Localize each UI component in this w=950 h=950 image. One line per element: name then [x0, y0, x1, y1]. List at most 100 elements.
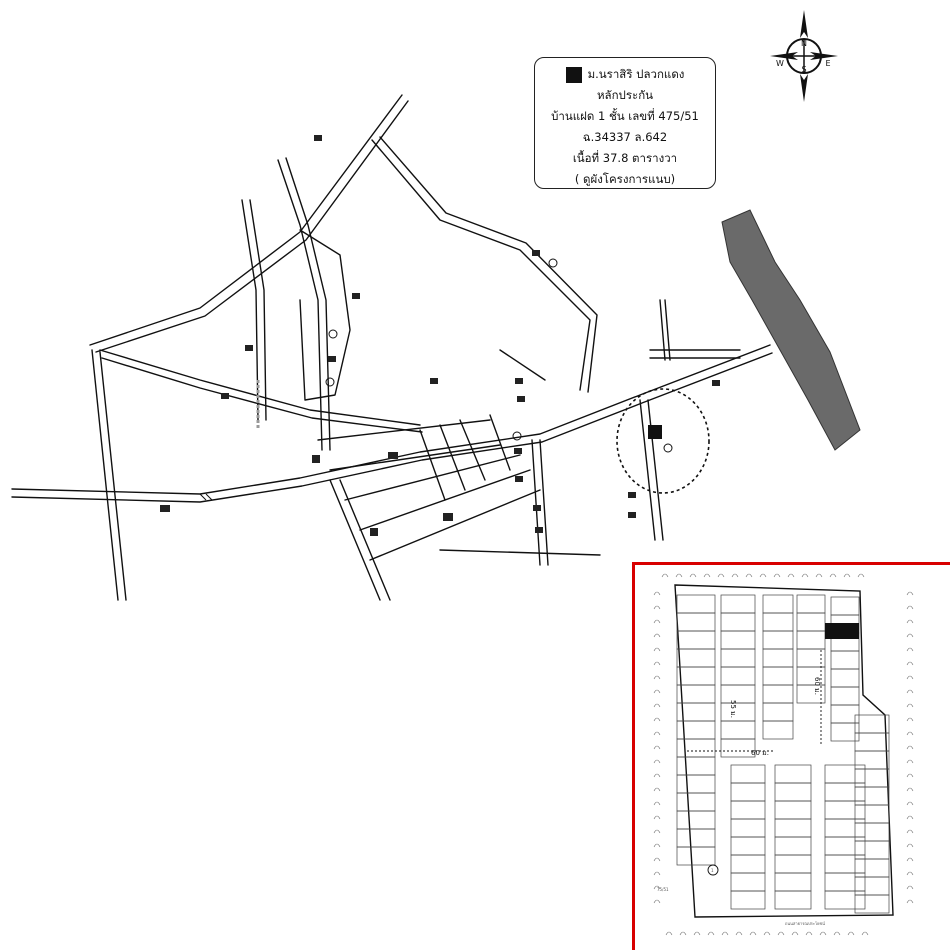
tree-icon — [749, 931, 757, 936]
inset-dim-horizontal: 60 ม. — [751, 749, 769, 757]
inset-dim-vertical-left: 55 ม. — [729, 700, 737, 718]
tree-icon — [805, 931, 813, 936]
tree-icon — [843, 573, 851, 578]
inset-plot — [824, 836, 866, 856]
compass-rose-icon: N S W E — [770, 10, 838, 102]
river — [721, 209, 861, 451]
inset-plot — [774, 836, 812, 856]
inset-plot — [676, 828, 716, 848]
legend-square-icon — [565, 66, 582, 83]
tree-icon — [653, 745, 661, 750]
tree-icon — [653, 675, 661, 680]
tree-icon — [906, 871, 914, 876]
inset-plot — [824, 890, 866, 910]
inset-plot — [676, 594, 716, 614]
tree-icon — [906, 689, 914, 694]
tree-icon — [653, 703, 661, 708]
tree-icon — [653, 871, 661, 876]
tree-icon — [906, 745, 914, 750]
tree-icon — [653, 801, 661, 806]
inset-road-bottom: ถนนสาธารณประโยชน์ — [785, 921, 825, 926]
target-area-circle — [616, 388, 710, 494]
tree-icon — [906, 619, 914, 624]
tree-icon — [763, 931, 771, 936]
tree-icon — [653, 689, 661, 694]
inset-plot — [854, 840, 890, 860]
inset-plot — [796, 630, 826, 650]
inset-target-plot — [825, 623, 859, 639]
inset-plot — [774, 818, 812, 838]
tree-icon — [906, 605, 914, 610]
tree-icon — [653, 759, 661, 764]
inset-plot — [830, 722, 860, 742]
inset-plot — [824, 872, 866, 892]
inset-plot — [676, 774, 716, 794]
tree-icon — [906, 633, 914, 638]
tree-icon — [745, 573, 753, 578]
inset-plot — [676, 756, 716, 776]
tree-icon — [721, 931, 729, 936]
inset-plot — [730, 890, 766, 910]
tree-icon — [653, 787, 661, 792]
tree-icon — [777, 931, 785, 936]
tree-icon — [653, 857, 661, 862]
inset-plot — [730, 818, 766, 838]
inset-plot — [830, 650, 860, 670]
tree-icon — [906, 675, 914, 680]
inset-plot — [720, 684, 756, 704]
tree-icon — [906, 815, 914, 820]
tree-icon — [906, 829, 914, 834]
tree-icon — [801, 573, 809, 578]
tree-icon — [759, 573, 767, 578]
inset-marker: 1 — [711, 868, 714, 873]
inset-plot — [762, 630, 794, 650]
tree-icon — [773, 573, 781, 578]
legend-note: ( ดูผังโครงการแนบ) — [574, 172, 676, 186]
tree-icon — [906, 857, 914, 862]
tree-icon — [653, 773, 661, 778]
legend-box: ม.นราสิริ ปลวกแดง หลักประกัน บ้านแฝด 1 ช… — [534, 57, 716, 189]
inset-plot — [762, 666, 794, 686]
tree-icon — [906, 773, 914, 778]
tree-icon — [861, 931, 869, 936]
inset-plot — [676, 846, 716, 866]
inset-plot — [676, 810, 716, 830]
tree-icon — [717, 573, 725, 578]
tree-icon — [653, 731, 661, 736]
inset-plot — [676, 612, 716, 632]
inset-plot — [774, 854, 812, 874]
inset-plot — [730, 800, 766, 820]
inset-plot — [774, 890, 812, 910]
inset-plot — [762, 720, 794, 740]
target-house-marker — [648, 425, 662, 439]
inset-plot — [720, 666, 756, 686]
tree-icon — [833, 931, 841, 936]
inset-plot — [762, 684, 794, 704]
inset-plot — [676, 792, 716, 812]
tree-icon — [661, 573, 669, 578]
tree-icon — [653, 815, 661, 820]
tree-icon — [653, 619, 661, 624]
inset-plot — [854, 804, 890, 824]
inset-plot — [762, 594, 794, 614]
tree-icon — [847, 931, 855, 936]
tree-icon — [731, 573, 739, 578]
tree-icon — [815, 573, 823, 578]
inset-plot — [676, 684, 716, 704]
tree-icon — [857, 573, 865, 578]
tree-icon — [906, 899, 914, 904]
tree-icon — [689, 573, 697, 578]
legend-deed: ฉ.34337 ล.642 — [582, 130, 668, 144]
inset-plot — [830, 686, 860, 706]
tree-icon — [906, 591, 914, 596]
tree-icon — [787, 573, 795, 578]
tree-icon — [906, 661, 914, 666]
inset-plot — [774, 782, 812, 802]
inset-plot — [854, 714, 890, 734]
tree-icon — [819, 931, 827, 936]
tree-icon — [906, 843, 914, 848]
inset-plot — [854, 822, 890, 842]
tree-icon — [653, 899, 661, 904]
inset-plot — [720, 738, 756, 758]
